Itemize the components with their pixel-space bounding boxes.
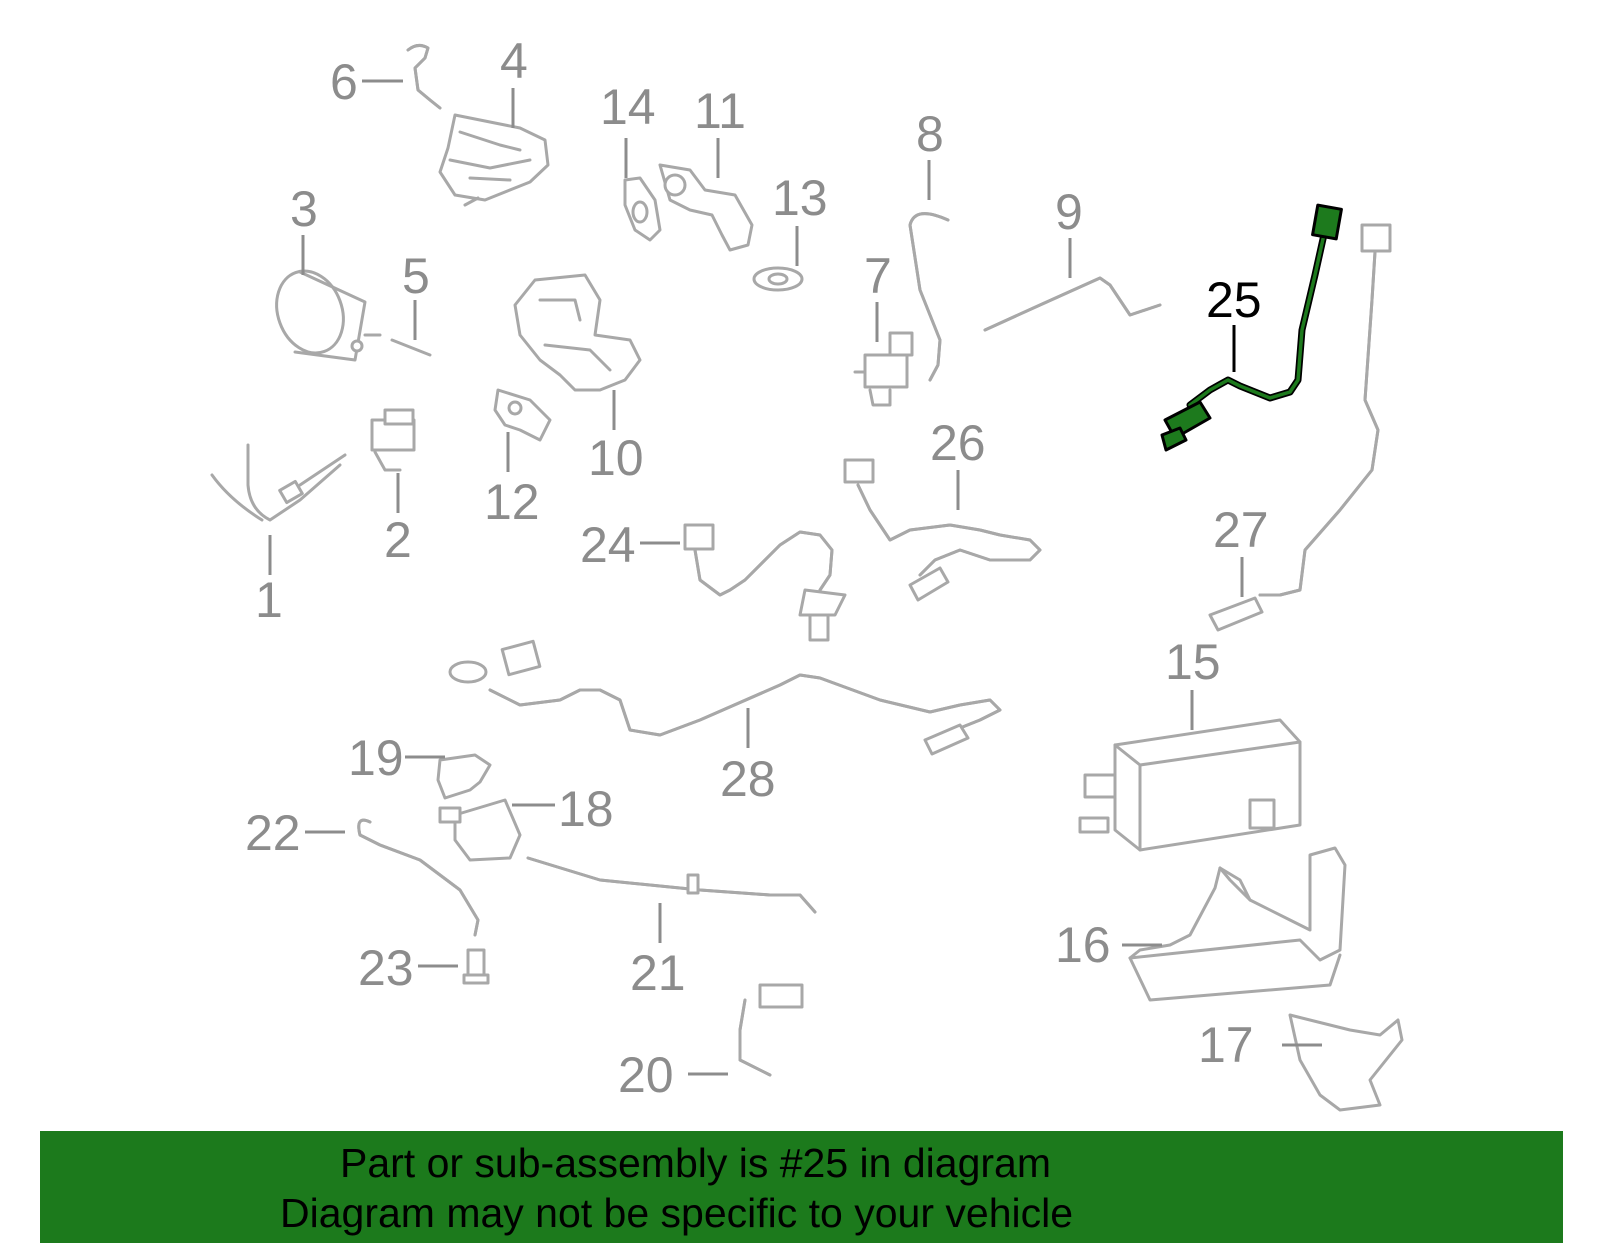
- info-banner: Part or sub-assembly is #25 in diagram D…: [40, 1131, 1563, 1243]
- callout-24: 24: [580, 517, 636, 573]
- callout-27: 27: [1213, 502, 1269, 558]
- callout-8: 8: [916, 106, 944, 162]
- part-1-hose: [210, 443, 347, 522]
- part-7-solenoid: [853, 331, 914, 407]
- part-6-hose: [406, 43, 442, 110]
- part-5-pin: [390, 338, 432, 357]
- part-24-oxygen-sensor: [683, 523, 847, 642]
- part-11-egr-pipe: [658, 163, 754, 252]
- part-19-bracket: [436, 753, 492, 800]
- callout-4: 4: [500, 33, 528, 89]
- callout-28: 28: [720, 751, 776, 807]
- banner-line-disclaimer: Diagram may not be specific to your vehi…: [280, 1190, 1074, 1236]
- callout-19: 19: [348, 730, 404, 786]
- callout-12: 12: [484, 474, 540, 530]
- banner-line-part-info: Part or sub-assembly is #25 in diagram: [340, 1140, 1051, 1186]
- callout-26: 26: [930, 415, 986, 471]
- callout-10: 10: [588, 430, 644, 486]
- part-10-egr-valve: [513, 273, 642, 392]
- part-14-gasket: [623, 176, 662, 242]
- part-9-hose: [983, 276, 1162, 332]
- callout-20: 20: [618, 1047, 674, 1103]
- part-23-clip: [462, 948, 490, 985]
- part-16-bracket: [1128, 846, 1347, 1002]
- part-3-filter: [275, 269, 382, 362]
- callout-13: 13: [772, 170, 828, 226]
- part-2-valve: [370, 408, 416, 472]
- callout-3: 3: [290, 181, 318, 237]
- callout-14: 14: [600, 79, 656, 135]
- part-26-oxygen-sensor: [843, 458, 1042, 602]
- part-13-gasket: [752, 266, 804, 292]
- parts-diagram: 1 2 3 4 5 6 7: [210, 33, 1404, 1112]
- callout-11: 11: [694, 83, 746, 139]
- part-4-bracket: [438, 113, 550, 207]
- part-22-hose: [357, 818, 480, 937]
- part-27-oxygen-sensor: [1208, 223, 1392, 632]
- part-17-bracket: [1288, 1013, 1404, 1112]
- part-20-hose-elbow: [738, 983, 804, 1077]
- callout-21: 21: [630, 945, 686, 1001]
- part-21-hose: [526, 856, 817, 914]
- part-18-solenoid: [438, 798, 522, 862]
- part-15-canister: [1078, 718, 1302, 852]
- callout-9: 9: [1055, 184, 1083, 240]
- callout-5: 5: [402, 248, 430, 304]
- callout-23: 23: [358, 940, 414, 996]
- part-12-gasket: [493, 388, 552, 442]
- callout-16: 16: [1055, 917, 1111, 973]
- callout-6: 6: [330, 54, 358, 110]
- part-8-hose: [908, 212, 950, 382]
- callout-2: 2: [384, 512, 412, 568]
- callout-15: 15: [1165, 634, 1221, 690]
- callout-22: 22: [245, 805, 301, 861]
- part-25-oxygen-sensor-highlighted: [1160, 203, 1343, 452]
- part-28-oxygen-sensor: [448, 639, 1002, 756]
- callout-1: 1: [255, 572, 283, 628]
- callout-17: 17: [1198, 1017, 1254, 1073]
- callout-25: 25: [1206, 272, 1262, 328]
- callout-7: 7: [864, 248, 892, 304]
- callout-18: 18: [558, 781, 614, 837]
